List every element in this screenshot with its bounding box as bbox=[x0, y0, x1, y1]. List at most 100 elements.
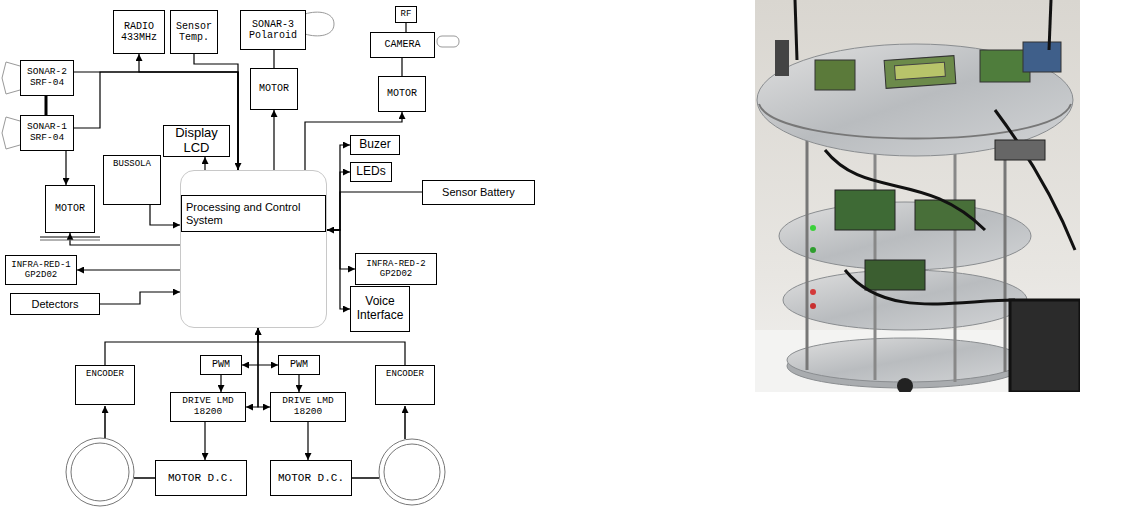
processor-box: Processing and Control System bbox=[180, 170, 327, 328]
drawing-part bbox=[806, 120, 809, 370]
drawing-part bbox=[759, 104, 1071, 139]
connector-arrow bbox=[307, 422, 308, 460]
box-label: SONAR-3 Polaroid bbox=[241, 19, 305, 42]
component-box: ENCODER bbox=[75, 365, 135, 405]
connector-arrow bbox=[242, 364, 278, 365]
connector-arrow bbox=[327, 230, 350, 309]
drawing-part bbox=[995, 140, 1045, 160]
component-box: Sensor Battery bbox=[422, 180, 535, 205]
component-box: MOTOR D.C. bbox=[270, 460, 352, 496]
component-box: SONAR-3 Polaroid bbox=[240, 10, 306, 50]
connector-arrow bbox=[273, 50, 274, 68]
drawing-part bbox=[40, 237, 100, 238]
connector-arrow bbox=[246, 328, 258, 407]
drawing-part bbox=[1010, 300, 1080, 392]
connector-arrow bbox=[204, 422, 205, 460]
circuit-boards bbox=[775, 40, 1061, 309]
box-label: Voice Interface bbox=[351, 295, 409, 323]
box-label: MOTOR D.C. bbox=[156, 472, 246, 485]
antennas-cables bbox=[795, 0, 1080, 392]
connector-arrow bbox=[327, 192, 422, 230]
motor-base bbox=[40, 237, 100, 240]
component-box: Sensor Temp. bbox=[170, 10, 218, 54]
connector-arrow bbox=[401, 58, 402, 76]
camera-lens bbox=[437, 36, 459, 47]
box-label: Sensor Temp. bbox=[171, 21, 217, 44]
box-label: PWM bbox=[279, 359, 319, 371]
component-box: Voice Interface bbox=[350, 286, 410, 332]
component-box: Buzer bbox=[350, 135, 400, 155]
drawing-part bbox=[810, 289, 816, 295]
drawing-part bbox=[810, 303, 816, 309]
drawing-part bbox=[835, 190, 895, 230]
drawing-part bbox=[66, 438, 134, 506]
drawing-part bbox=[845, 270, 1015, 304]
drawing-part bbox=[1023, 42, 1061, 72]
component-box: Display LCD bbox=[163, 125, 230, 157]
drawing-part bbox=[895, 62, 946, 79]
component-box: MOTOR D.C. bbox=[155, 460, 247, 496]
box-label: DRIVE LMD 18200 bbox=[171, 396, 245, 418]
drawing-part bbox=[437, 36, 459, 47]
component-box: BUSSOLA bbox=[103, 155, 161, 205]
component-box: CAMERA bbox=[370, 32, 435, 58]
drawing-part bbox=[884, 56, 956, 89]
component-box: MOTOR bbox=[45, 185, 95, 233]
box-label: Sensor Battery bbox=[423, 186, 534, 199]
drawing-part bbox=[1049, 0, 1051, 50]
box-label: RADIO 433MHz bbox=[114, 21, 164, 44]
box-label: MOTOR D.C. bbox=[271, 472, 351, 485]
drawing-part bbox=[404, 406, 406, 439]
drawing-part bbox=[305, 12, 334, 36]
connector-arrow bbox=[65, 151, 66, 185]
connector-arrow bbox=[298, 375, 299, 392]
encoder-dashes bbox=[88, 392, 422, 393]
drawing-part bbox=[2, 62, 20, 94]
box-label: PWM bbox=[201, 359, 241, 371]
drawing-part bbox=[755, 0, 1080, 392]
connector-arrow bbox=[150, 205, 180, 225]
box-label: CAMERA bbox=[371, 39, 434, 51]
connector-arrow bbox=[204, 157, 205, 170]
component-box: Detectors bbox=[10, 293, 100, 315]
drawing-part bbox=[384, 444, 440, 500]
wheel bbox=[66, 438, 445, 506]
connector-arrow bbox=[220, 375, 221, 392]
box-label: ENCODER bbox=[76, 369, 134, 379]
drawing-part bbox=[379, 439, 445, 505]
drawing-part bbox=[810, 225, 816, 231]
box-label: MOTOR bbox=[46, 203, 94, 215]
box-label: ENCODER bbox=[376, 369, 434, 379]
drawing-part bbox=[897, 378, 913, 392]
box-label: LEDs bbox=[351, 165, 391, 179]
drawing-part bbox=[71, 443, 129, 501]
drawing-part bbox=[865, 260, 925, 290]
drawing-part bbox=[40, 240, 100, 241]
connector-arrow bbox=[405, 23, 406, 32]
box-label: Detectors bbox=[11, 298, 99, 311]
box-label: Buzer bbox=[351, 138, 399, 152]
component-box: MOTOR bbox=[378, 76, 426, 112]
photo-background bbox=[755, 0, 1080, 392]
component-box: RF bbox=[395, 6, 417, 23]
component-box: ENCODER bbox=[375, 365, 435, 405]
drawing-part bbox=[995, 110, 1075, 250]
box-label: INFRA-RED-2 GP2D02 bbox=[356, 259, 436, 280]
box-label: Processing and Control System bbox=[181, 195, 326, 232]
component-box: MOTOR bbox=[250, 68, 298, 110]
box-label: Display LCD bbox=[164, 126, 229, 156]
connector-arrow bbox=[327, 172, 350, 230]
connector-arrow bbox=[77, 269, 180, 270]
shaft-line bbox=[105, 406, 405, 478]
connector-arrow bbox=[45, 96, 48, 115]
box-label: INFRA-RED-1 GP2D02 bbox=[6, 260, 76, 281]
connector-arrow bbox=[258, 328, 270, 407]
drawing-part bbox=[134, 477, 155, 479]
connector-arrow bbox=[327, 230, 355, 269]
box-label: SONAR-1 SRF-04 bbox=[21, 122, 73, 144]
component-box: DRIVE LMD 18200 bbox=[170, 392, 246, 422]
component-box: INFRA-RED-1 GP2D02 bbox=[5, 255, 77, 285]
drawing-part bbox=[787, 338, 1023, 382]
drawing-part bbox=[795, 0, 797, 60]
